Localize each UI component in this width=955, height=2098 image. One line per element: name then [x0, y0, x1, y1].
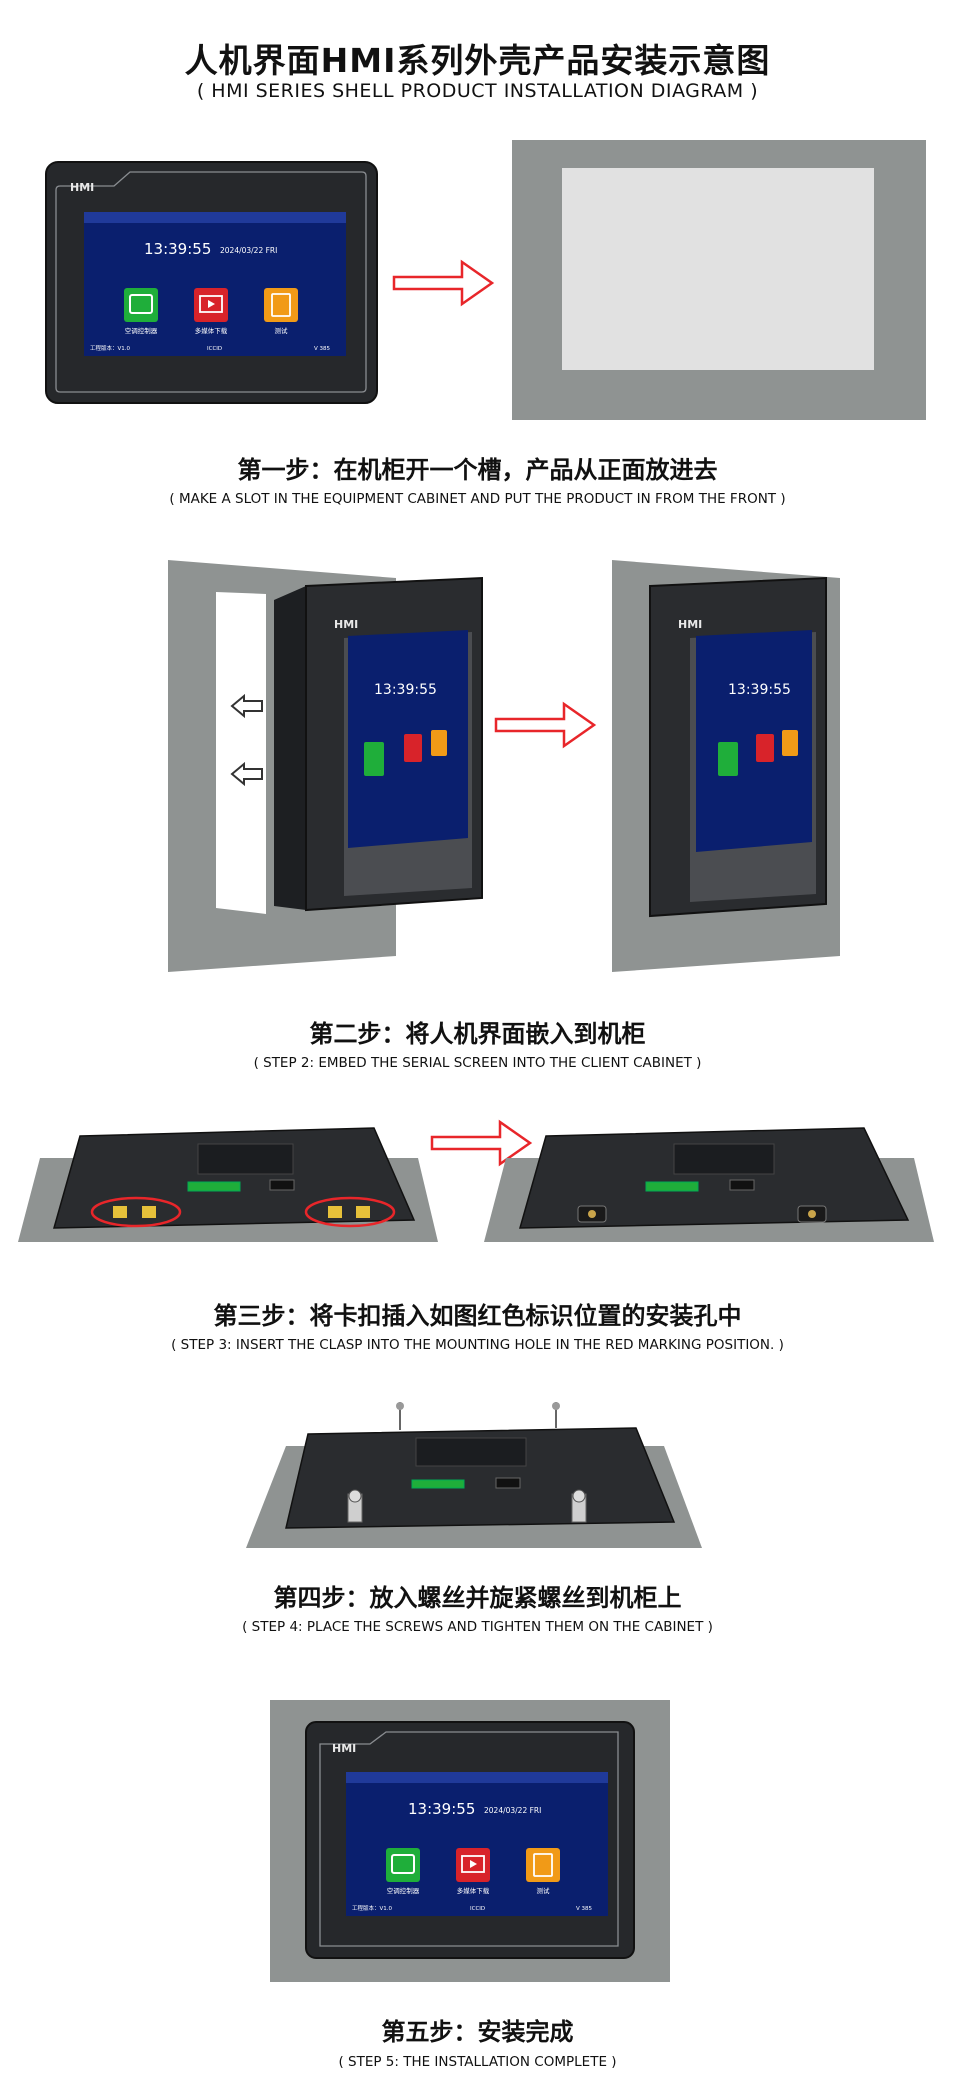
screw-icon	[347, 1489, 363, 1523]
device-footer-right: V 385	[314, 346, 331, 352]
page-title: 人机界面HMI系列外壳产品安装示意图	[184, 41, 771, 80]
step4-title: 第四步：放入螺丝并旋紧螺丝到机柜上	[273, 1584, 682, 1612]
device-brand-label: HMI	[70, 181, 94, 194]
device-footer-left: 工程版本：V1.0	[352, 1904, 393, 1912]
step3-back-view-marked	[18, 1127, 438, 1242]
step5-caption: ( STEP 5: THE INSTALLATION COMPLETE )	[338, 2054, 617, 2070]
device-footer-right: V 385	[576, 1906, 593, 1912]
red-mark	[304, 1196, 396, 1228]
step3-title: 第三步：将卡扣插入如图红色标识位置的安装孔中	[213, 1302, 742, 1330]
device-footer-left: 工程版本：V1.0	[90, 344, 131, 352]
device-clock: 13:39:55	[144, 240, 211, 258]
app-label-test: 测试	[537, 1886, 551, 1895]
page-subtitle: ( HMI SERIES SHELL PRODUCT INSTALLATION …	[196, 80, 759, 102]
step2-arrow-icon	[494, 701, 597, 749]
device-footer-mid: ICCID	[470, 1906, 485, 1912]
step3-back-view-clasped	[484, 1127, 934, 1242]
device-clock: 13:39:55	[374, 682, 437, 698]
step4-caption: ( STEP 4: PLACE THE SCREWS AND TIGHTEN T…	[242, 1619, 713, 1635]
app-label-media: 多媒体下载	[195, 326, 228, 335]
step1-title: 第一步：在机柜开一个槽，产品从正面放进去	[237, 456, 718, 484]
step2-title: 第二步：将人机界面嵌入到机柜	[309, 1020, 646, 1048]
step4-screws-view	[246, 1402, 702, 1548]
device-brand-label: HMI	[678, 618, 702, 631]
step1-hmi-device: HMI 13:39:55 2024/03/22 FRI 空调控制器 多媒体下载 …	[45, 161, 378, 404]
step2-caption: ( STEP 2: EMBED THE SERIAL SCREEN INTO T…	[253, 1055, 702, 1071]
step2-inserting-device: HMI 13:39:55	[168, 560, 483, 972]
device-clock: 13:39:55	[728, 682, 791, 698]
screw-icon	[396, 1402, 404, 1430]
app-label-test: 测试	[275, 326, 289, 335]
app-label-aircon: 空调控制器	[387, 1886, 420, 1895]
device-date: 2024/03/22 FRI	[484, 1806, 541, 1815]
app-label-media: 多媒体下载	[457, 1886, 490, 1895]
device-footer-mid: ICCID	[207, 346, 222, 352]
device-brand-label: HMI	[332, 1742, 356, 1755]
push-arrow-icon	[230, 761, 263, 787]
step2-embedded-device: HMI 13:39:55	[612, 560, 840, 972]
app-icon-test	[264, 288, 298, 322]
step1-arrow-icon	[392, 259, 495, 307]
step1-caption: ( MAKE A SLOT IN THE EQUIPMENT CABINET A…	[169, 491, 786, 507]
step3-caption: ( STEP 3: INSERT THE CLASP INTO THE MOUN…	[171, 1337, 784, 1353]
device-brand-label: HMI	[334, 618, 358, 631]
app-icon-aircon	[124, 288, 158, 322]
red-mark	[90, 1196, 182, 1228]
device-clock: 13:39:55	[408, 1800, 475, 1818]
app-label-aircon: 空调控制器	[125, 326, 158, 335]
device-date: 2024/03/22 FRI	[220, 246, 277, 255]
step3-arrow-icon	[430, 1119, 533, 1167]
screw-icon	[571, 1489, 587, 1523]
step1-cabinet-slot	[512, 140, 926, 420]
app-icon-media	[194, 288, 228, 322]
clasp-icon	[797, 1205, 827, 1223]
screw-icon	[552, 1402, 560, 1428]
clasp-icon	[577, 1205, 607, 1223]
push-arrow-icon	[230, 693, 263, 719]
step5-installed-device: HMI 13:39:55 2024/03/22 FRI 空调控制器 多媒体下载 …	[270, 1700, 670, 1982]
step5-title: 第五步：安装完成	[381, 2018, 574, 2046]
